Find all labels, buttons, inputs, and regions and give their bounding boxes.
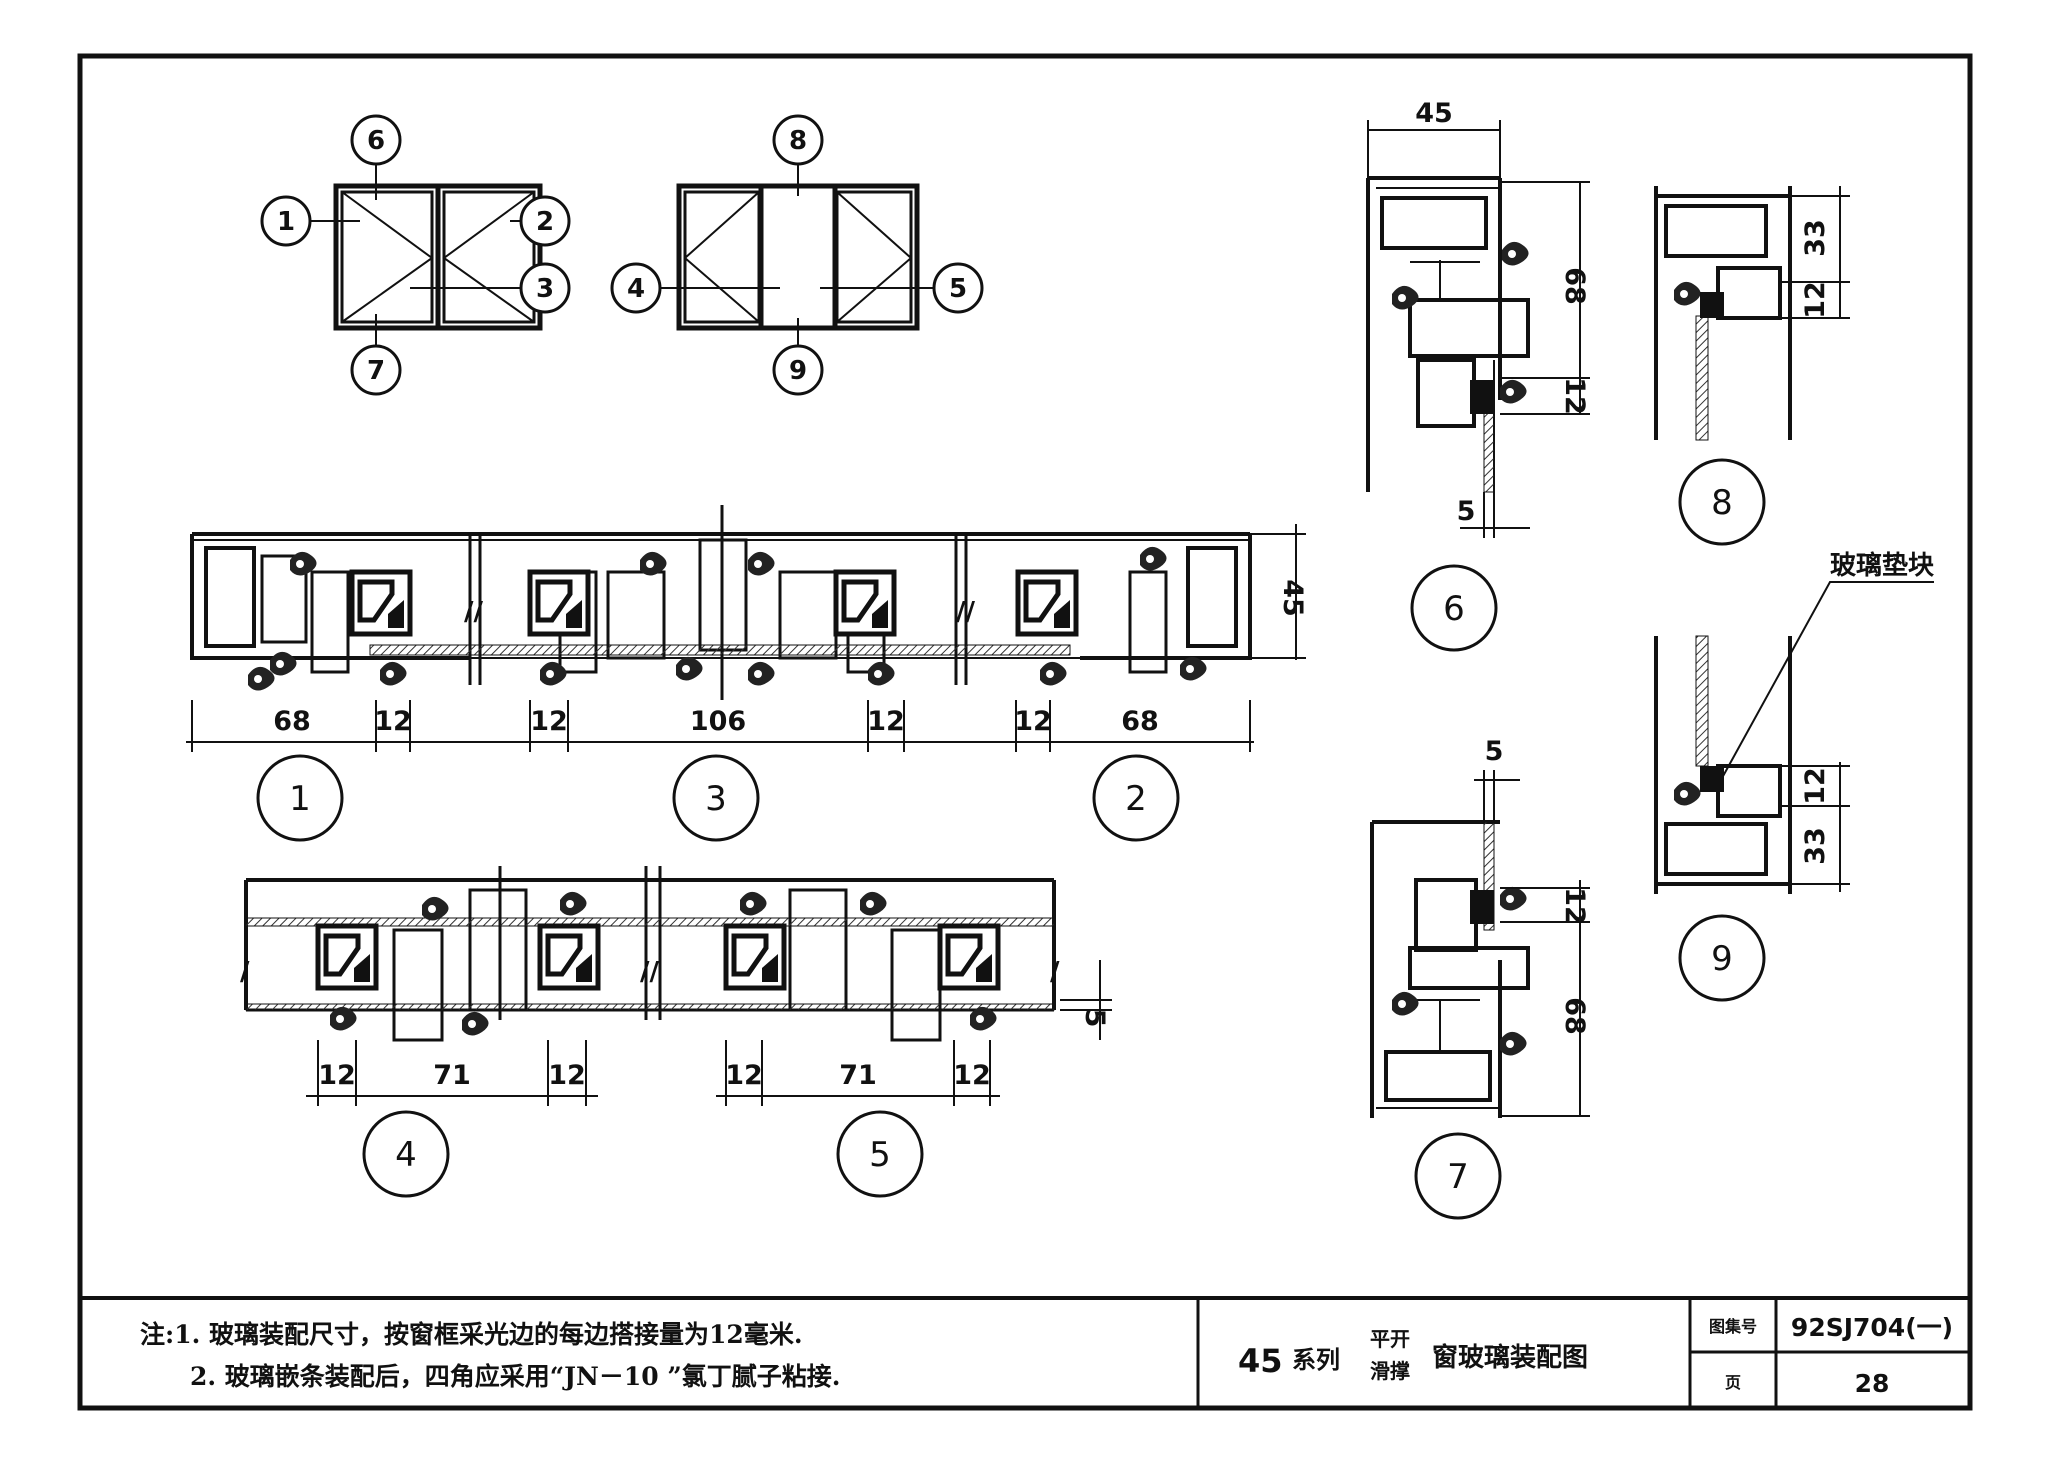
dim-sec3-lap-left: 12 [530, 706, 568, 737]
svg-text://: // [956, 597, 975, 627]
atlas-label: 图集号 [1709, 1317, 1757, 1336]
svg-text://: // [464, 597, 483, 627]
marker-1-callout: 1 [260, 195, 312, 247]
dim-sec9-lap: 12 [1800, 767, 1831, 805]
atlas-number: 92SJ704(一) [1791, 1313, 1953, 1342]
marker-label: 1 [277, 207, 295, 237]
section-number: 2 [1125, 779, 1147, 819]
title-type-bottom: 滑撑 [1370, 1359, 1410, 1383]
marker-label: 2 [536, 207, 554, 237]
section-9: 玻璃垫块 12 33 [1654, 550, 1934, 894]
section-number: 9 [1711, 939, 1733, 979]
section-number: 8 [1711, 483, 1733, 523]
page-number: 28 [1855, 1369, 1890, 1398]
sheet-border [77, 53, 1973, 1411]
elevation-right [658, 160, 936, 350]
dim-sec8-lap: 12 [1800, 281, 1831, 319]
dim-sec6-top: 45 [1415, 98, 1453, 129]
section-6-label: 6 [1410, 564, 1498, 652]
marker-4-callout: 4 [610, 262, 662, 314]
section-number: 6 [1443, 589, 1465, 629]
marker-6-callout: 6 [350, 114, 402, 166]
section-5-label: 5 [836, 1110, 924, 1198]
marker-label: 3 [536, 274, 554, 304]
section-4-label: 4 [362, 1110, 450, 1198]
section-7-label: 7 [1414, 1132, 1502, 1220]
section-6: 45 68 12 5 [1366, 98, 1590, 538]
svg-text:/: / [1050, 957, 1060, 987]
marker-9-callout: 9 [772, 344, 824, 396]
marker-label: 6 [367, 126, 385, 156]
page-label: 页 [1725, 1373, 1741, 1392]
marker-2-callout: 2 [519, 195, 571, 247]
title-block: 注:1. 玻璃装配尺寸，按窗框采光边的每边搭接量为12毫米. 2. 玻璃嵌条装配… [80, 1296, 1970, 1408]
title-series-suffix: 系列 [1292, 1345, 1340, 1374]
marker-label: 4 [627, 274, 645, 304]
dim-sec6-glass: 5 [1457, 496, 1476, 527]
dim-sec4-lap-right: 12 [548, 1060, 586, 1091]
dim-row1-height: 45 [1277, 579, 1308, 617]
dim-sec5-lap-left: 12 [725, 1060, 763, 1091]
section-8: 33 12 [1654, 186, 1850, 441]
dim-sec4-width: 71 [433, 1060, 471, 1091]
title-type-top: 平开 [1370, 1327, 1410, 1351]
dim-sec2-width: 68 [1121, 706, 1159, 737]
note-line-1: 注:1. 玻璃装配尺寸，按窗框采光边的每边搭接量为12毫米. [140, 1320, 803, 1349]
dim-sec1-width: 68 [273, 706, 311, 737]
section-3-label: 3 [672, 754, 760, 842]
glass-block-label: 玻璃垫块 [1830, 550, 1934, 581]
title-name: 窗玻璃装配图 [1432, 1342, 1588, 1373]
dim-sec6-lap: 12 [1559, 377, 1590, 415]
dim-row2-glass: 5 [1079, 1009, 1110, 1028]
section-1-label: 1 [256, 754, 344, 842]
elevation-left [306, 160, 543, 345]
section-number: 5 [869, 1135, 891, 1175]
marker-5-callout: 5 [932, 262, 984, 314]
dim-sec2-lap: 12 [1014, 706, 1052, 737]
section-9-label: 9 [1678, 914, 1766, 1002]
section-8-label: 8 [1678, 458, 1766, 546]
section-number: 4 [395, 1135, 417, 1175]
dim-sec6-height: 68 [1559, 267, 1590, 305]
marker-label: 7 [367, 356, 385, 386]
marker-3-callout: 3 [519, 262, 571, 314]
dim-sec8-frame: 33 [1800, 219, 1831, 257]
section-7: 5 12 68 [1370, 736, 1590, 1118]
section-number: 1 [289, 779, 311, 819]
dim-sec4-lap-left: 12 [318, 1060, 356, 1091]
dim-sec7-glass: 5 [1485, 736, 1504, 767]
section-number: 7 [1447, 1157, 1469, 1197]
note-line-2: 2. 玻璃嵌条装配后，四角应采用“JN－10 ”氯丁腻子粘接. [190, 1362, 840, 1391]
marker-label: 5 [949, 274, 967, 304]
section-number: 3 [705, 779, 727, 819]
dim-sec7-height: 68 [1559, 997, 1590, 1035]
section-row-1: // // 68 12 12 106 12 12 68 45 [186, 505, 1308, 752]
dim-sec3-lap-right: 12 [867, 706, 905, 737]
marker-label: 9 [789, 356, 807, 386]
marker-7-callout: 7 [350, 344, 402, 396]
section-2-label: 2 [1092, 754, 1180, 842]
svg-text://: // [640, 957, 659, 987]
svg-text:/: / [240, 957, 250, 987]
dim-sec3-width: 106 [690, 706, 746, 737]
dim-sec5-lap-right: 12 [953, 1060, 991, 1091]
dim-sec1-lap: 12 [374, 706, 412, 737]
title-series: 45 [1238, 1342, 1283, 1380]
dim-sec5-width: 71 [839, 1060, 877, 1091]
section-row-2: / // / 12 71 12 12 71 12 5 [240, 866, 1112, 1106]
marker-label: 8 [789, 126, 807, 156]
dim-sec7-lap: 12 [1559, 887, 1590, 925]
marker-8-callout: 8 [772, 114, 824, 166]
dim-sec9-frame: 33 [1800, 827, 1831, 865]
